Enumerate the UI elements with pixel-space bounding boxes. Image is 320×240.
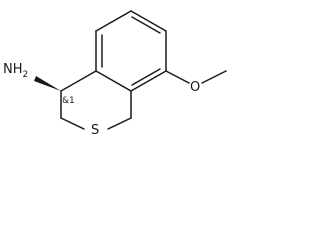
ring-bond bbox=[60, 117, 85, 130]
stereo-wedge-bond bbox=[34, 76, 61, 91]
molecule-drawing: NH2 &1 S O bbox=[3, 10, 227, 138]
bond-c-o bbox=[165, 70, 190, 84]
benzene-ring bbox=[95, 10, 167, 92]
ring-bond bbox=[60, 70, 97, 92]
ring-bond bbox=[130, 70, 167, 92]
ring-bond bbox=[130, 10, 167, 32]
structure-canvas: NH2 &1 S O bbox=[0, 0, 234, 152]
ring-double-bond bbox=[131, 16, 161, 34]
sulfur-label: S bbox=[91, 123, 99, 138]
bond-o-ch3 bbox=[201, 70, 227, 84]
amine-label: NH2 bbox=[3, 62, 28, 80]
stereo-label: &1 bbox=[62, 96, 75, 106]
ring-bond bbox=[107, 117, 132, 130]
oxygen-label: O bbox=[190, 80, 200, 95]
ring-double-bond bbox=[131, 68, 161, 86]
methoxy-group bbox=[165, 70, 227, 84]
ring-bond bbox=[95, 70, 132, 92]
thiopyran-ring bbox=[60, 70, 132, 130]
ring-bond bbox=[95, 10, 132, 32]
